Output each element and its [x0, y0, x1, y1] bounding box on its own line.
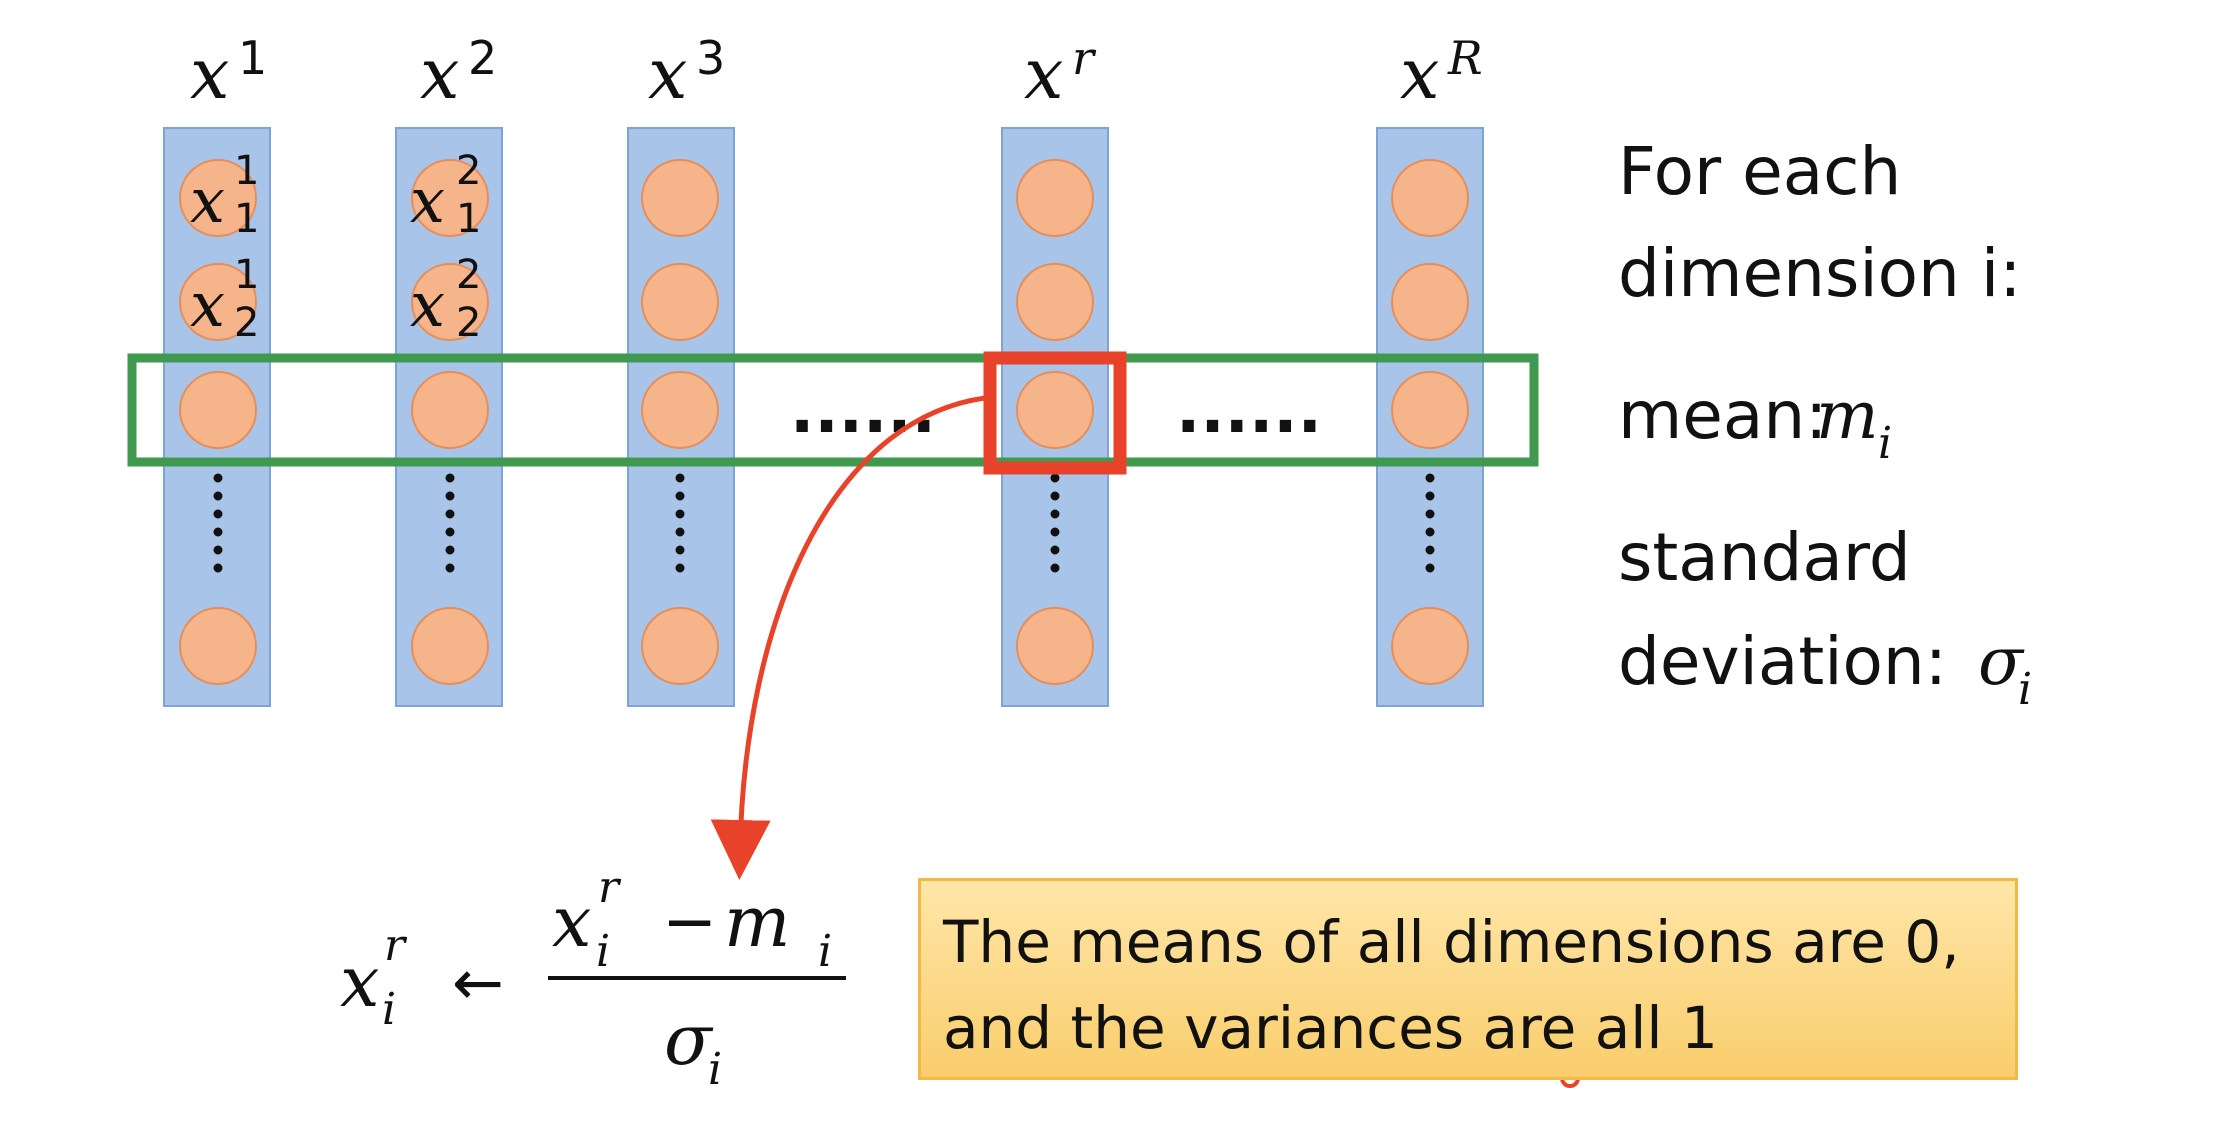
formula-den: σ: [664, 999, 714, 1081]
node-label-sup: 1: [234, 252, 259, 298]
column-label-sup: 1: [238, 31, 267, 85]
node: [1016, 159, 1094, 237]
node-label-base: x: [190, 268, 225, 341]
formula-arrow: ←: [452, 946, 504, 1019]
node-label-sub: 1: [234, 196, 259, 242]
node-label-sup: 2: [456, 252, 481, 298]
node: [179, 159, 257, 237]
feature-column-1: x 1 x 1 1 x 1 2: [163, 31, 271, 707]
formula-num-base: x: [552, 881, 591, 963]
formula-den-sub: i: [708, 1044, 722, 1095]
std-label: deviation:: [1618, 623, 1947, 700]
curved-arrow: [710, 395, 986, 880]
column-label-sup: R: [1447, 31, 1483, 85]
node: [1016, 607, 1094, 685]
node: [1391, 263, 1469, 341]
mean-label: mean:: [1618, 377, 1827, 454]
formula-num-sup: r: [598, 862, 622, 913]
result-callout: The means of all dimensions are 0, and t…: [918, 878, 2018, 1080]
callout-line-1: The means of all dimensions are 0,: [943, 908, 1960, 976]
node: [411, 607, 489, 685]
desc-line-2: dimension i:: [1618, 235, 2021, 312]
column-label-base: x: [420, 33, 459, 115]
standardization-formula: x r i ← x r i − m i σ i: [340, 862, 846, 1095]
callout-line-2: and the variances are all 1: [943, 994, 1718, 1062]
node: [641, 263, 719, 341]
node: [411, 371, 489, 449]
node: [641, 607, 719, 685]
node: [641, 159, 719, 237]
row-ellipsis-right: ......: [1176, 374, 1322, 448]
column-label-base: x: [190, 33, 229, 115]
formula-num-m: m: [724, 881, 790, 963]
mean-symbol: m: [1816, 377, 1879, 454]
node: [1016, 263, 1094, 341]
desc-line-1: For each: [1618, 133, 1901, 210]
std-subscript: i: [2018, 664, 2032, 715]
node: [1391, 371, 1469, 449]
node-label-base: x: [410, 268, 445, 341]
node: [1391, 159, 1469, 237]
node-label-sup: 1: [234, 148, 259, 194]
node-label-sup: 2: [456, 148, 481, 194]
feature-column-r: x r: [1001, 31, 1109, 707]
formula-num-m-sub: i: [818, 926, 832, 977]
node: [1016, 371, 1094, 449]
node-label-base: x: [410, 164, 445, 237]
node: [179, 263, 257, 341]
column-label-sup: 2: [468, 31, 497, 85]
node: [179, 371, 257, 449]
std-symbol: σ: [1978, 623, 2025, 700]
node-label-sub: 1: [456, 196, 481, 242]
feature-column-2: x 2 x 2 1 x 2 2: [395, 31, 503, 707]
node-label-base: x: [190, 164, 225, 237]
formula-num-sub: i: [596, 926, 610, 977]
formula-lhs-sup: r: [384, 920, 408, 971]
feature-column-3: x 3: [627, 31, 735, 707]
row-ellipsis-left: ......: [790, 374, 936, 448]
formula-lhs-base: x: [340, 941, 379, 1023]
dimension-row-box: [127, 353, 1539, 467]
node: [179, 607, 257, 685]
formula-minus: −: [662, 883, 717, 960]
node-label-sub: 2: [456, 300, 481, 346]
feature-column-R: x R: [1376, 31, 1484, 707]
column-label-sup: 3: [696, 31, 725, 85]
formula-lhs-sub: i: [382, 984, 396, 1035]
node: [1391, 607, 1469, 685]
std-line-1: standard: [1618, 519, 1911, 596]
node: [641, 371, 719, 449]
mean-subscript: i: [1878, 418, 1892, 469]
node: [411, 263, 489, 341]
column-label-base: x: [1024, 33, 1063, 115]
statistics-description: For each dimension i: mean: m i standard…: [1618, 133, 2032, 715]
column-label-base: x: [1400, 33, 1439, 115]
node-label-sub: 2: [234, 300, 259, 346]
highlight-element-box: [983, 351, 1127, 475]
node: [411, 159, 489, 237]
column-label-base: x: [648, 33, 687, 115]
column-label-sup: r: [1072, 31, 1097, 85]
